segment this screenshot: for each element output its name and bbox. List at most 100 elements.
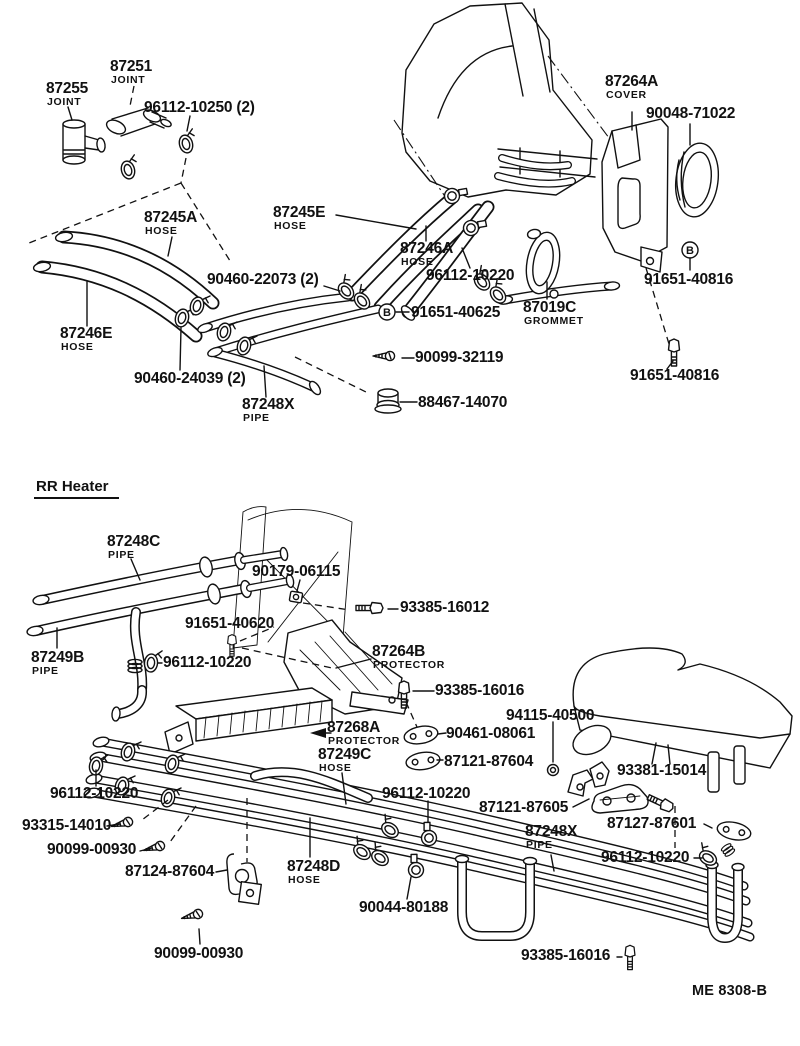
part-type: PIPE [32, 664, 59, 677]
part-number: 90461-08061 [446, 725, 536, 742]
part-number: 91651-40816 [630, 367, 720, 384]
part-label: 87127-87601 [607, 815, 697, 833]
part-label: 90099-00930 [154, 945, 243, 963]
part-type: JOINT [47, 95, 82, 108]
part-number: 87246A [400, 240, 454, 257]
part-label: 93385-16016 [435, 682, 525, 700]
part-number: 93315-14010 [22, 817, 112, 834]
part-number: 87249B [31, 649, 85, 666]
part-label: 90044-80188 [359, 899, 449, 917]
part-type: HOSE [319, 761, 352, 774]
part-label: 88467-14070 [418, 394, 508, 412]
part-number: 88467-14070 [418, 394, 508, 411]
cover-grommet-oval [674, 142, 720, 218]
part-type: COVER [606, 88, 647, 101]
doc-code: ME 8308-B [692, 983, 768, 999]
part-type: PIPE [108, 548, 135, 561]
heater-cover-shape [601, 118, 669, 273]
circled-b-marker: B [378, 303, 396, 321]
part-number: 87249C [318, 746, 372, 763]
part-label: 90048-71022 [646, 105, 736, 123]
vehicle-body-sketch [393, 2, 613, 199]
part-number: 87248C [107, 533, 161, 550]
part-number: 90179-06115 [252, 563, 341, 580]
part-label: 87121-87604 [444, 753, 533, 771]
joint-87251-shape [105, 107, 172, 137]
part-label: 90099-00930 [47, 841, 136, 859]
part-number: 93385-16016 [521, 947, 611, 964]
part-label: 94115-40500 [506, 707, 595, 725]
part-number: 87245A [144, 209, 198, 226]
part-label: 91651-40625 [411, 304, 500, 322]
bracket-87121-87605-shape [567, 761, 610, 797]
part-number: 87248D [287, 858, 341, 875]
part-label: 96112-10220 [50, 785, 139, 803]
part-number: 90048-71022 [646, 105, 736, 122]
part-number: 93385-16016 [435, 682, 525, 699]
part-type: GROMMET [524, 314, 584, 327]
part-label: 87124-87604 [125, 863, 214, 881]
part-number: 87246E [60, 325, 113, 342]
part-type: HOSE [145, 224, 178, 237]
part-type: HOSE [288, 873, 321, 886]
part-number: 90044-80188 [359, 899, 449, 916]
part-number: 87019C [523, 299, 577, 316]
bracket-87124-shape [226, 853, 262, 905]
part-number: 96112-10220 [426, 267, 515, 284]
part-number: 96112-10220 [382, 785, 471, 802]
joint-87255-shape [62, 119, 106, 165]
part-label: 90460-22073 (2) [207, 271, 319, 289]
front-heater-pipes [197, 281, 621, 396]
part-label: 93381-15014 [617, 762, 707, 780]
part-number: 87245E [273, 204, 326, 221]
part-number: 90460-22073 (2) [207, 271, 319, 288]
pedestal-93381-shape [591, 783, 649, 814]
part-number: 96112-10220 [601, 849, 690, 866]
part-number: 93385-16012 [400, 599, 490, 616]
part-label: 93385-16012 [400, 599, 490, 617]
part-type: JOINT [111, 73, 146, 86]
part-number: 87255 [46, 80, 89, 97]
part-label: 96112-10220 [601, 849, 690, 867]
circled-b-letter: B [686, 245, 694, 257]
part-number: 91651-40816 [644, 271, 734, 288]
part-number: 87268A [327, 719, 381, 736]
part-number: 93381-15014 [617, 762, 707, 779]
part-label: 96112-10220 [382, 785, 471, 803]
part-number: 87251 [110, 58, 153, 75]
grommet-88467-shape [374, 388, 402, 414]
part-label: 90461-08061 [446, 725, 536, 743]
part-number: 87127-87601 [607, 815, 697, 832]
rr-u-pipes-87248x [454, 854, 745, 943]
part-label: 90179-06115 [252, 563, 341, 581]
part-label: 93315-14010 [22, 817, 112, 835]
part-number: 94115-40500 [506, 707, 595, 724]
part-label: 87121-87605 [479, 799, 569, 817]
rr-long-pipe-runs [83, 736, 755, 942]
part-label: 90099-32119 [415, 349, 504, 367]
part-number: 87248X [242, 396, 295, 413]
part-number: 96112-10220 [50, 785, 139, 802]
part-number: 87121-87605 [479, 799, 569, 816]
part-type: HOSE [401, 255, 434, 268]
part-label: 91651-40620 [185, 615, 274, 633]
part-number: 96112-10220 [163, 654, 252, 671]
rr-pipes-87248c [26, 546, 295, 722]
part-type: PIPE [243, 411, 270, 424]
part-type: HOSE [61, 340, 94, 353]
